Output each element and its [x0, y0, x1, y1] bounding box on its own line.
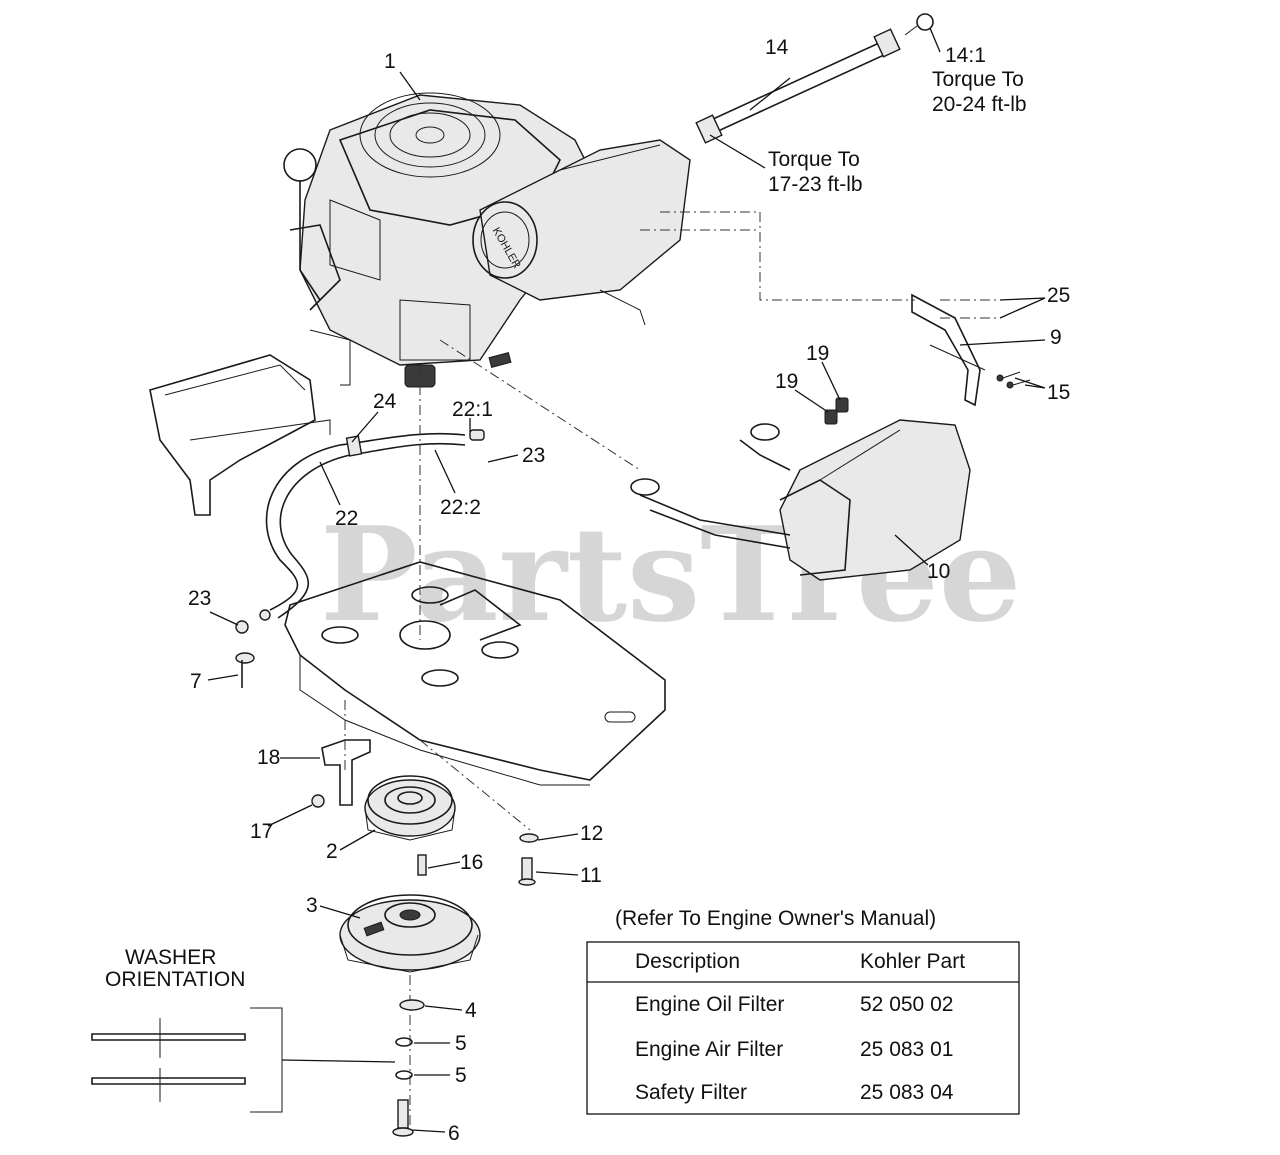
- washer-4: [399, 999, 425, 1011]
- fuel-tube: [695, 13, 934, 144]
- table-cell-part-number: 25 083 04: [860, 1081, 954, 1104]
- leader-lines: [207, 27, 1046, 1133]
- callout-25: 25: [1047, 284, 1070, 307]
- callout-16: 16: [460, 851, 483, 874]
- washer-orientation-diagram: [91, 1007, 396, 1113]
- washer-5a: [395, 1037, 413, 1047]
- electric-clutch: [339, 894, 481, 973]
- callout-23-lower: 23: [188, 587, 211, 610]
- clutch-bracket: [311, 739, 371, 808]
- callout-3: 3: [306, 894, 318, 917]
- callout-14: 14: [765, 36, 789, 59]
- filter-table-border: [586, 941, 1020, 1115]
- torque-note-14-line1: Torque To: [768, 148, 860, 171]
- refer-note: (Refer To Engine Owner's Manual): [615, 907, 936, 930]
- bolt-6: [392, 1099, 414, 1137]
- callout-17: 17: [250, 820, 273, 843]
- table-cell-description: Safety Filter: [635, 1081, 747, 1104]
- washer-orientation-line2: ORIENTATION: [105, 968, 245, 991]
- callout-22-1: 22:1: [452, 398, 493, 421]
- table-cell-description: Engine Air Filter: [635, 1038, 783, 1061]
- callout-2: 2: [326, 840, 338, 863]
- filter-table: Description Kohler Part Engine Oil Filte…: [586, 941, 1020, 1115]
- heat-shield: [149, 354, 331, 516]
- callout-11: 11: [580, 864, 602, 887]
- callout-14-1: 14:1: [945, 44, 986, 67]
- bolt-11: [518, 857, 536, 886]
- washer-12: [519, 833, 539, 843]
- callout-5-lower: 5: [455, 1064, 467, 1087]
- callout-15: 15: [1047, 381, 1070, 404]
- callout-22-2: 22:2: [440, 496, 481, 519]
- muffler: [630, 397, 971, 581]
- callout-18: 18: [257, 746, 280, 769]
- callout-23-upper: 23: [522, 444, 545, 467]
- table-cell-part-number: 52 050 02: [860, 993, 953, 1016]
- callout-9: 9: [1050, 326, 1062, 349]
- bolt-7: [235, 652, 255, 688]
- callout-7: 7: [190, 670, 202, 693]
- washer-5b: [395, 1070, 413, 1080]
- table-cell-part-number: 25 083 01: [860, 1038, 953, 1061]
- callout-6: 6: [448, 1122, 460, 1145]
- torque-note-14-1-line2: 20-24 ft-lb: [932, 93, 1027, 116]
- callout-22: 22: [335, 507, 358, 530]
- callout-10: 10: [927, 560, 950, 583]
- callout-12: 12: [580, 822, 603, 845]
- callout-5-upper: 5: [455, 1032, 467, 1055]
- table-header-kohler-part: Kohler Part: [860, 950, 965, 973]
- table-header-description: Description: [635, 950, 740, 973]
- table-cell-description: Engine Oil Filter: [635, 993, 784, 1016]
- mounting-plate: [284, 561, 666, 786]
- callout-19-upper: 19: [806, 342, 829, 365]
- engine-assembly: KOHLER: [283, 92, 691, 388]
- muffler-bracket: [911, 293, 1031, 407]
- torque-note-14-line2: 17-23 ft-lb: [768, 173, 863, 196]
- fuel-line: [235, 429, 485, 634]
- callout-4: 4: [465, 999, 477, 1022]
- callout-24: 24: [373, 390, 397, 413]
- callout-1: 1: [384, 50, 396, 73]
- key-16: [417, 854, 427, 876]
- torque-note-14-1-line1: Torque To: [932, 68, 1024, 91]
- callout-19-lower: 19: [775, 370, 798, 393]
- pulley: [364, 775, 456, 841]
- washer-orientation-line1: WASHER: [125, 946, 216, 969]
